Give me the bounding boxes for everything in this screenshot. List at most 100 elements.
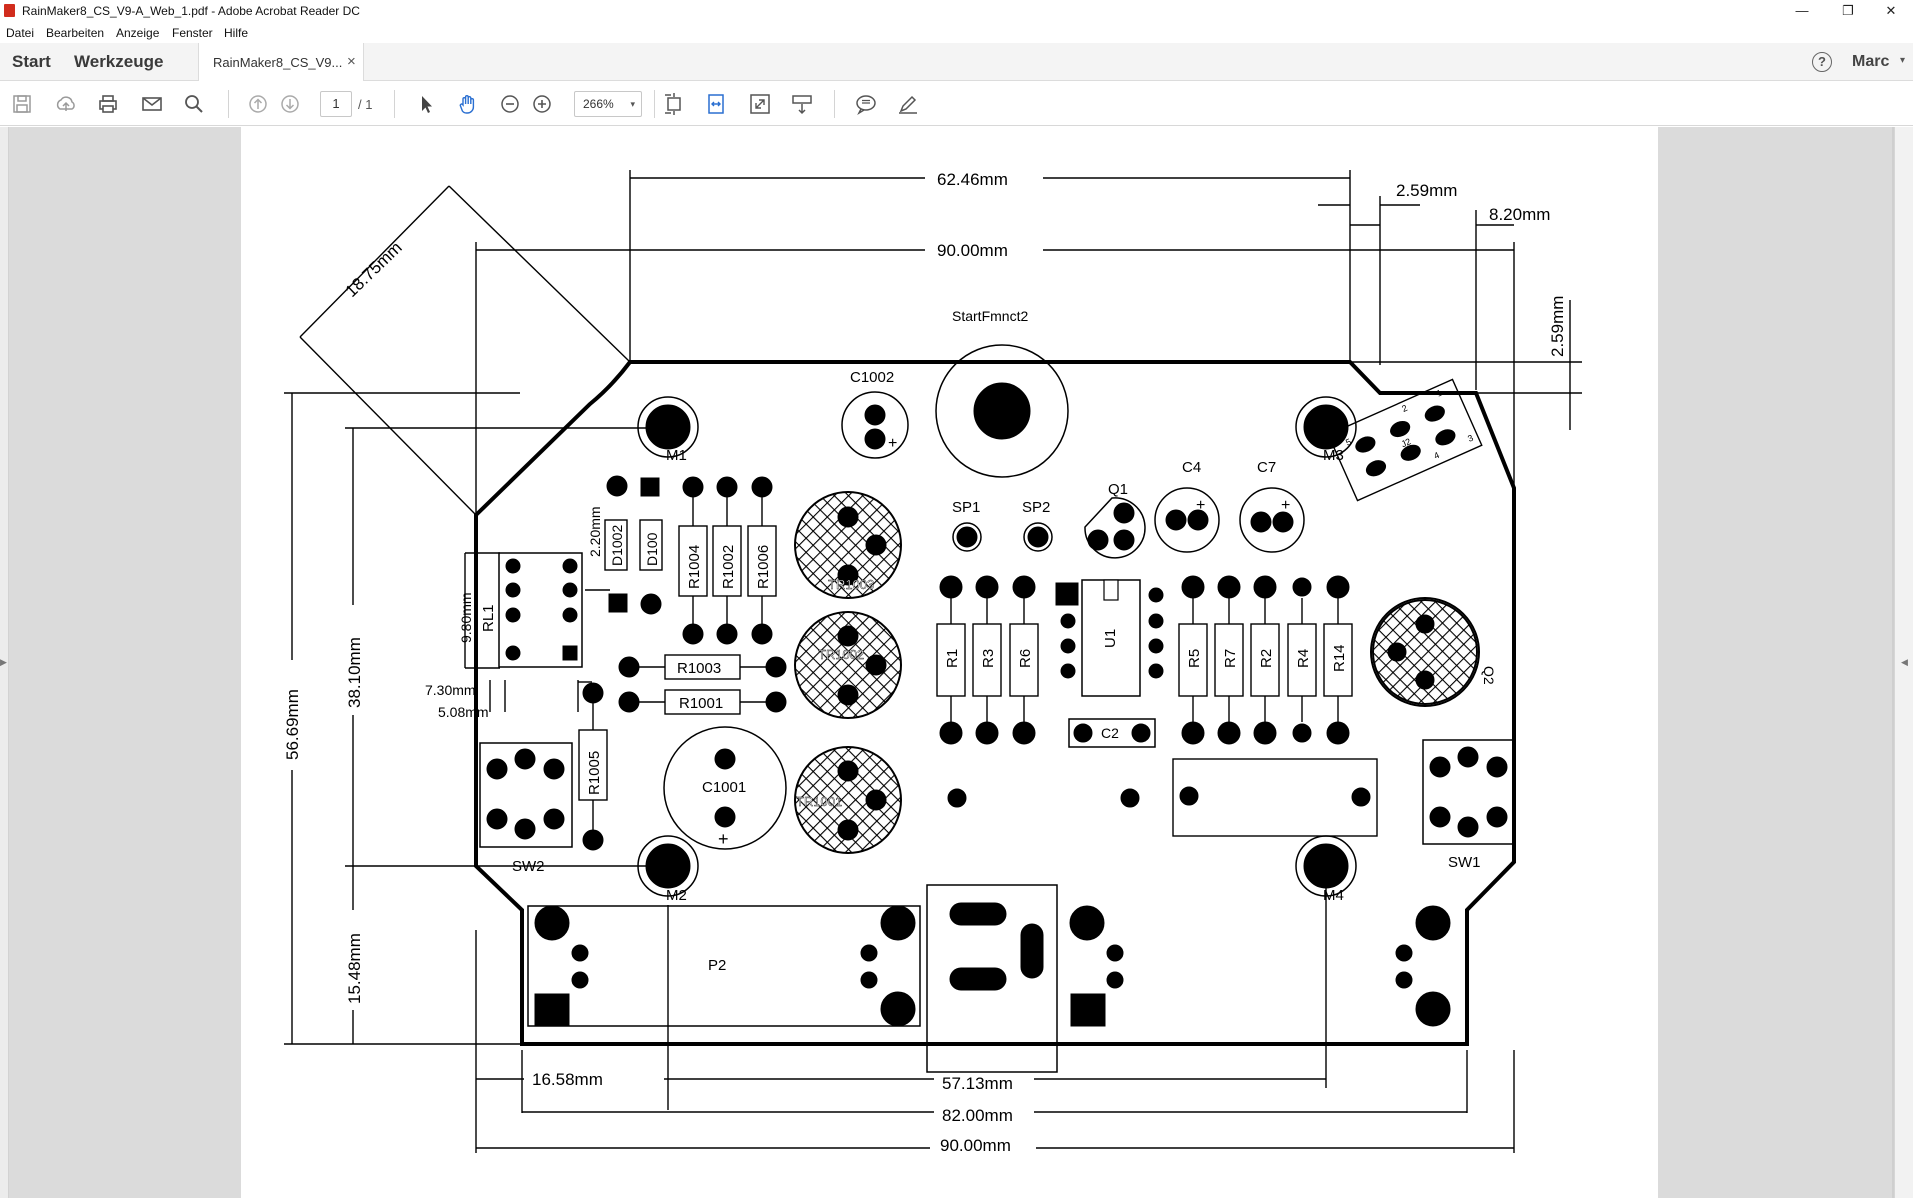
d1001-label: D100 bbox=[644, 532, 660, 566]
svg-text:R14: R14 bbox=[1331, 644, 1348, 672]
toolbar-separator bbox=[394, 90, 395, 118]
menu-fenster[interactable]: Fenster bbox=[172, 26, 213, 40]
acrobat-icon bbox=[4, 4, 15, 17]
r14: R14 bbox=[1323, 575, 1353, 745]
zoom-value: 266% bbox=[583, 97, 614, 111]
comment-icon[interactable] bbox=[854, 92, 878, 116]
fit-width-icon[interactable] bbox=[704, 92, 728, 116]
m2-label: M2 bbox=[666, 887, 687, 904]
svg-text:R2: R2 bbox=[1258, 649, 1275, 668]
select-arrow-icon[interactable] bbox=[414, 92, 438, 116]
fullscreen-icon[interactable] bbox=[748, 92, 772, 116]
print-icon[interactable] bbox=[96, 92, 120, 116]
r1006: R1006 bbox=[747, 476, 777, 645]
menu-bearbeiten[interactable]: Bearbeiten bbox=[46, 26, 105, 40]
svg-text:R1005: R1005 bbox=[586, 751, 603, 795]
svg-text:R7: R7 bbox=[1222, 649, 1239, 668]
left-panel-toggle[interactable]: ▶ bbox=[0, 127, 9, 1198]
chevron-right-icon: ▶ bbox=[0, 657, 7, 667]
hand-icon[interactable] bbox=[456, 92, 480, 116]
close-window-button[interactable]: ✕ bbox=[1885, 3, 1897, 18]
upload-icon[interactable] bbox=[54, 92, 78, 116]
d1002-label: D1002 bbox=[609, 525, 625, 566]
u1-label: U1 bbox=[1102, 629, 1119, 648]
page-number-input[interactable]: 1 bbox=[320, 91, 352, 117]
toolbar-separator bbox=[228, 90, 229, 118]
svg-text:R6: R6 bbox=[1017, 649, 1034, 668]
sp1-label: SP1 bbox=[952, 499, 980, 516]
svg-text:R3: R3 bbox=[980, 649, 997, 668]
rl1-label: RL1 bbox=[480, 604, 497, 632]
j2-pin3: 3 bbox=[1466, 433, 1475, 444]
document-viewer[interactable]: ▶ bbox=[0, 127, 1913, 1198]
r1004: R1004 bbox=[678, 476, 708, 645]
c1001-plus: + bbox=[718, 829, 729, 849]
fit-page-icon[interactable] bbox=[662, 92, 686, 116]
pdf-page: 62.46mm 2.59mm 8.20mm 90.00mm 2.59mm 18.… bbox=[241, 127, 1658, 1198]
svg-text:R1002: R1002 bbox=[720, 545, 737, 589]
p2-label: P2 bbox=[708, 957, 726, 974]
zoom-out-icon[interactable] bbox=[498, 92, 522, 116]
zoom-select[interactable]: 266% ▾ bbox=[574, 91, 642, 117]
tab-bar: Start Werkzeuge RainMaker8_CS_V9... × ? … bbox=[0, 43, 1913, 81]
prev-page-icon[interactable] bbox=[246, 92, 270, 116]
user-menu[interactable]: Marc bbox=[1852, 53, 1890, 70]
r4: R4 bbox=[1287, 577, 1317, 743]
minimize-button[interactable]: — bbox=[1795, 3, 1809, 18]
r5: R5 bbox=[1178, 575, 1208, 745]
chevron-down-icon[interactable]: ▾ bbox=[1900, 55, 1906, 66]
restore-button[interactable]: ❐ bbox=[1842, 3, 1854, 18]
tr1002-label: TR1002 bbox=[818, 647, 864, 662]
search-icon[interactable] bbox=[182, 92, 206, 116]
r1001: R1001 bbox=[618, 689, 787, 715]
right-panel-toggle[interactable]: ◀ bbox=[1894, 127, 1913, 1198]
email-icon[interactable] bbox=[140, 92, 164, 116]
dim-56-69: 56.69mm bbox=[283, 689, 302, 760]
svg-text:R4: R4 bbox=[1295, 649, 1312, 668]
dim-38-10: 38.10mm bbox=[345, 637, 364, 708]
c4-plus: + bbox=[1196, 497, 1205, 514]
r1005: R1005 bbox=[578, 682, 608, 851]
sign-icon[interactable] bbox=[896, 92, 920, 116]
dim-16-58: 16.58mm bbox=[532, 1070, 603, 1089]
c1002-plus: + bbox=[888, 435, 897, 452]
next-page-icon[interactable] bbox=[278, 92, 302, 116]
help-icon[interactable]: ? bbox=[1812, 52, 1832, 72]
menu-anzeige[interactable]: Anzeige bbox=[116, 26, 160, 40]
r1002: R1002 bbox=[712, 476, 742, 645]
chevron-down-icon: ▾ bbox=[630, 99, 635, 109]
dim-9-80: 9.80mm bbox=[458, 592, 474, 643]
zoom-in-icon[interactable] bbox=[530, 92, 554, 116]
j2-label: J2 bbox=[1400, 436, 1413, 449]
menu-hilfe[interactable]: Hilfe bbox=[224, 26, 249, 40]
menu-bar: Datei Bearbeiten Anzeige Fenster Hilfe bbox=[0, 22, 1913, 43]
tab-document[interactable]: RainMaker8_CS_V9... × bbox=[198, 43, 364, 81]
save-icon[interactable] bbox=[10, 92, 34, 116]
r6: R6 bbox=[1009, 575, 1039, 745]
tr1001-label: TR1001 bbox=[796, 794, 842, 809]
r7: R7 bbox=[1214, 575, 1244, 745]
dim-2-20: 2.20mm bbox=[587, 506, 603, 557]
dim-90-bottom: 90.00mm bbox=[940, 1136, 1011, 1155]
chevron-left-icon: ◀ bbox=[1901, 657, 1908, 667]
j2-pin5: 5 bbox=[1344, 437, 1353, 448]
page-total: / 1 bbox=[358, 97, 373, 112]
dim-7-30: 7.30mm bbox=[425, 682, 476, 698]
m4-label: M4 bbox=[1323, 887, 1344, 904]
j2-pin4: 4 bbox=[1432, 450, 1441, 461]
close-tab-button[interactable]: × bbox=[347, 53, 356, 70]
sw1-label: SW1 bbox=[1448, 854, 1481, 871]
vertical-scrollbar[interactable] bbox=[1892, 127, 1894, 1198]
window-title: RainMaker8_CS_V9-A_Web_1.pdf - Adobe Acr… bbox=[22, 4, 360, 18]
scroll-mode-icon[interactable] bbox=[790, 92, 814, 116]
svg-text:R5: R5 bbox=[1186, 649, 1203, 668]
menu-datei[interactable]: Datei bbox=[6, 26, 35, 40]
tab-tools[interactable]: Werkzeuge bbox=[74, 52, 164, 71]
svg-text:R1004: R1004 bbox=[686, 545, 703, 589]
title-bar: RainMaker8_CS_V9-A_Web_1.pdf - Adobe Acr… bbox=[0, 0, 1913, 22]
r2: R2 bbox=[1250, 575, 1280, 745]
mirror-label: StartFmnct2 bbox=[952, 308, 1028, 324]
c1002-label: C1002 bbox=[850, 369, 894, 386]
tab-start[interactable]: Start bbox=[12, 52, 51, 71]
toolbar-separator bbox=[654, 90, 655, 118]
